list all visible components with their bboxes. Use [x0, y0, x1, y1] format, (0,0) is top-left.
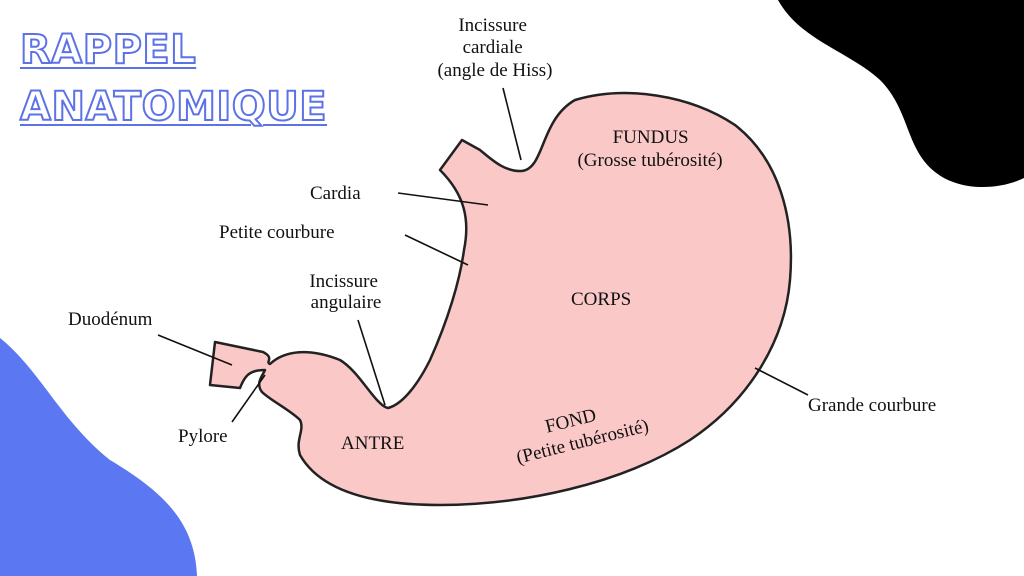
- black-decorative-blob: [778, 0, 1024, 188]
- leader-incisure-cardiale: [502, 87, 522, 161]
- label-corps: CORPS: [571, 289, 631, 310]
- label-grande-courbure: Grande courbure: [808, 395, 936, 416]
- label-antre: ANTRE: [341, 433, 404, 454]
- label-incisure-cardiale: Incissure cardiale (angle de Hiss): [437, 15, 552, 81]
- leader-cardia: [397, 192, 489, 206]
- leader-grande-courbure: [754, 367, 809, 396]
- label-fundus: FUNDUS (Grosse tubérosité): [577, 127, 722, 171]
- label-pylore: Pylore: [178, 426, 228, 447]
- leader-pylore: [231, 374, 266, 423]
- title-line-2: ANATOMIQUE: [19, 84, 328, 130]
- blue-decorative-blob: [0, 338, 197, 576]
- leader-lines: [157, 87, 809, 423]
- title-line-1: RAPPEL: [19, 27, 197, 73]
- leader-duodenum: [157, 334, 233, 366]
- label-duodenum: Duodénum: [68, 309, 153, 330]
- label-petite-courbure: Petite courbure: [219, 222, 335, 243]
- leader-incisure-angulaire: [357, 319, 386, 406]
- label-cardia: Cardia: [310, 183, 361, 204]
- leader-petite-courbure: [404, 234, 469, 266]
- label-incisure-angulaire: Incissure angulaire: [309, 271, 382, 313]
- stomach-shape: [208, 91, 793, 507]
